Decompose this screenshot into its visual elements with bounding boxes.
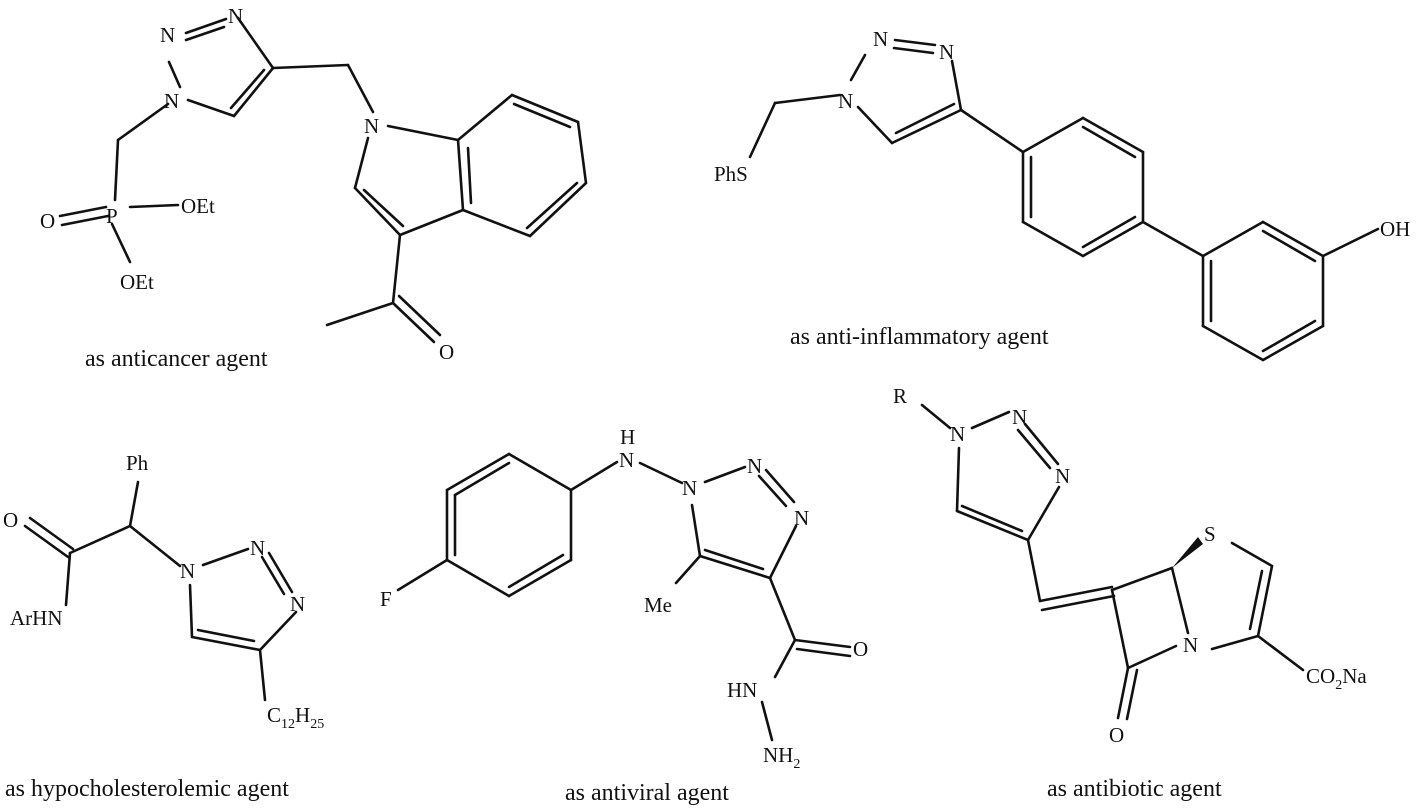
atom-label: OH xyxy=(1380,217,1410,241)
atom-labels-antiviral: H N N N N F Me O HN NH2 xyxy=(380,425,868,772)
bonds-anticancer xyxy=(58,16,588,344)
atom-label: OEt xyxy=(120,270,154,294)
bonds-antiviral xyxy=(396,452,852,742)
molecule-anti-inflammatory: N N N PhS OH as anti-inflammatory agent xyxy=(714,27,1410,362)
molecule-hypocholesterolemic: O Ph ArHN N N N C12H25 as hypocholestero… xyxy=(3,451,324,802)
atom-label: O xyxy=(3,508,18,532)
atom-label: N xyxy=(164,89,179,113)
atom-label: Me xyxy=(644,593,672,617)
atom-label: N xyxy=(1055,464,1070,488)
atom-label: N xyxy=(950,422,965,446)
atom-label: N xyxy=(160,23,175,47)
atom-label: ArHN xyxy=(10,606,63,630)
atom-label: CO2Na xyxy=(1306,664,1367,693)
atom-labels-anticancer: N N N N P O OEt OEt O xyxy=(40,4,454,364)
caption-anticancer: as anticancer agent xyxy=(85,346,268,372)
atom-label: O xyxy=(439,340,454,364)
atom-label: N xyxy=(180,559,195,583)
caption-hypocholesterolemic: as hypocholesterolemic agent xyxy=(5,776,289,802)
atom-labels-hypocholesterolemic: O Ph ArHN N N N C12H25 xyxy=(3,451,324,732)
atom-labels-antibiotic: R N N N S N O CO2Na xyxy=(893,384,1367,747)
atom-label: S xyxy=(1204,522,1216,546)
atom-label: N xyxy=(682,476,697,500)
wedge-bond xyxy=(1172,537,1203,568)
bonds-hypocholesterolemic xyxy=(23,480,298,702)
caption-antiviral: as antiviral agent xyxy=(565,780,729,806)
atom-label: N xyxy=(619,448,634,472)
atom-label: N xyxy=(838,89,853,113)
atom-label: N xyxy=(250,536,265,560)
atom-label: O xyxy=(40,209,55,233)
atom-label: N xyxy=(1012,405,1027,429)
atom-label: N xyxy=(939,40,954,64)
atom-label: Ph xyxy=(126,451,149,475)
molecule-antibiotic: R N N N S N O CO2Na as antibiotic agent xyxy=(893,384,1367,802)
caption-antibiotic: as antibiotic agent xyxy=(1047,776,1222,802)
atom-label: P xyxy=(106,204,118,228)
molecule-anticancer: N N N N P O OEt OEt O as anticancer agen… xyxy=(40,4,588,372)
atom-label: O xyxy=(853,637,868,661)
atom-labels-anti-inflammatory: N N N PhS OH xyxy=(714,27,1410,241)
atom-label: C12H25 xyxy=(267,703,324,732)
atom-label: N xyxy=(794,506,809,530)
atom-label: OEt xyxy=(181,194,215,218)
atom-label: R xyxy=(893,384,907,408)
atom-label: H xyxy=(620,425,635,449)
atom-label: N xyxy=(290,592,305,616)
atom-label: N xyxy=(364,114,379,138)
atom-label: N xyxy=(1183,633,1198,657)
atom-label: PhS xyxy=(714,162,748,186)
atom-label: N xyxy=(747,454,762,478)
atom-label: N xyxy=(228,4,243,28)
atom-label: N xyxy=(873,27,888,51)
atom-label: F xyxy=(380,587,392,611)
molecule-antiviral: H N N N N F Me O HN NH2 as antiviral age… xyxy=(380,425,868,806)
atom-label: HN xyxy=(727,678,757,702)
atom-label: NH2 xyxy=(763,743,800,772)
caption-anti-inflammatory: as anti-inflammatory agent xyxy=(790,324,1049,350)
bonds-antibiotic xyxy=(920,403,1305,721)
atom-label: O xyxy=(1109,723,1124,747)
bonds-anti-inflammatory xyxy=(748,38,1380,362)
